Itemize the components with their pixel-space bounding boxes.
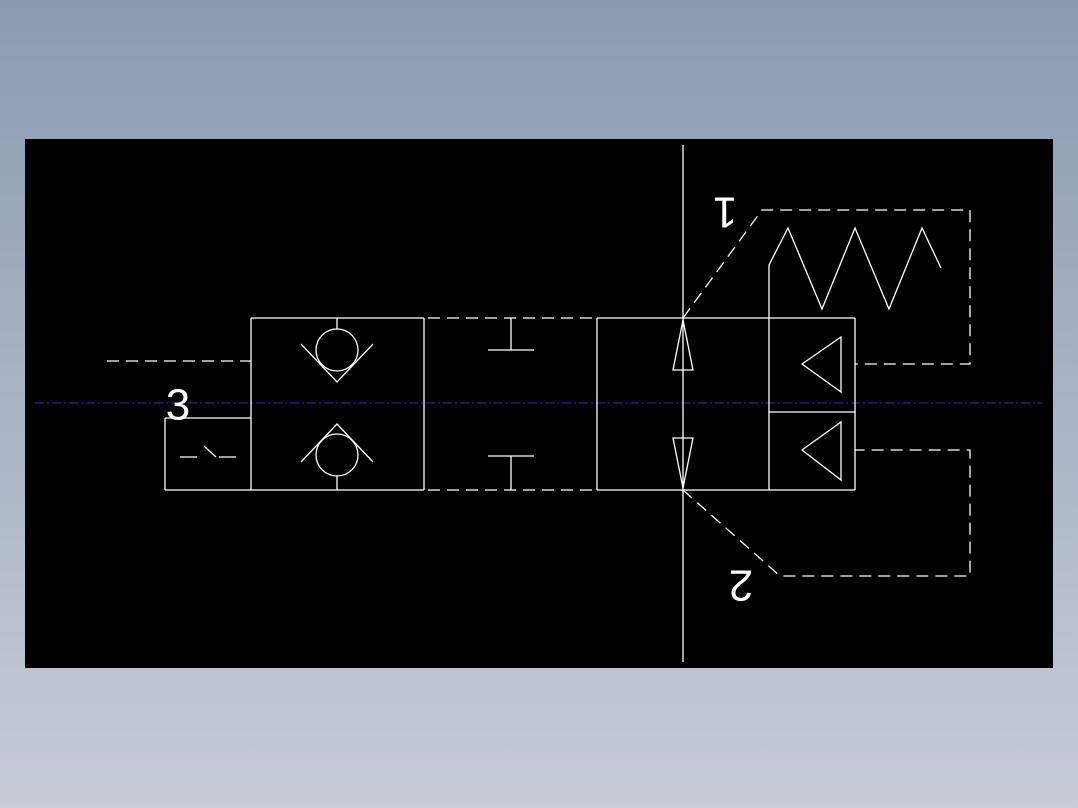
check-valve-icon (300, 423, 374, 490)
switch-box (164, 417, 251, 491)
blocked-port-bottom (488, 455, 534, 490)
port2-pilot-line (682, 449, 971, 577)
port-label-3: 3 (166, 381, 190, 430)
blocked-port-top (488, 318, 534, 351)
pilot-triangle-icon (800, 420, 842, 482)
port1-pilot-line (682, 209, 971, 365)
check-valve-icon (300, 318, 374, 383)
port-label-2: 2 (729, 561, 753, 610)
flow-arrow-icon (672, 437, 694, 489)
pilot-triangle-icon (800, 335, 842, 394)
switch-icon (180, 445, 236, 458)
flow-arrow-icon (672, 319, 694, 371)
spring-icon (768, 226, 942, 318)
port-label-1: 1 (713, 188, 737, 237)
